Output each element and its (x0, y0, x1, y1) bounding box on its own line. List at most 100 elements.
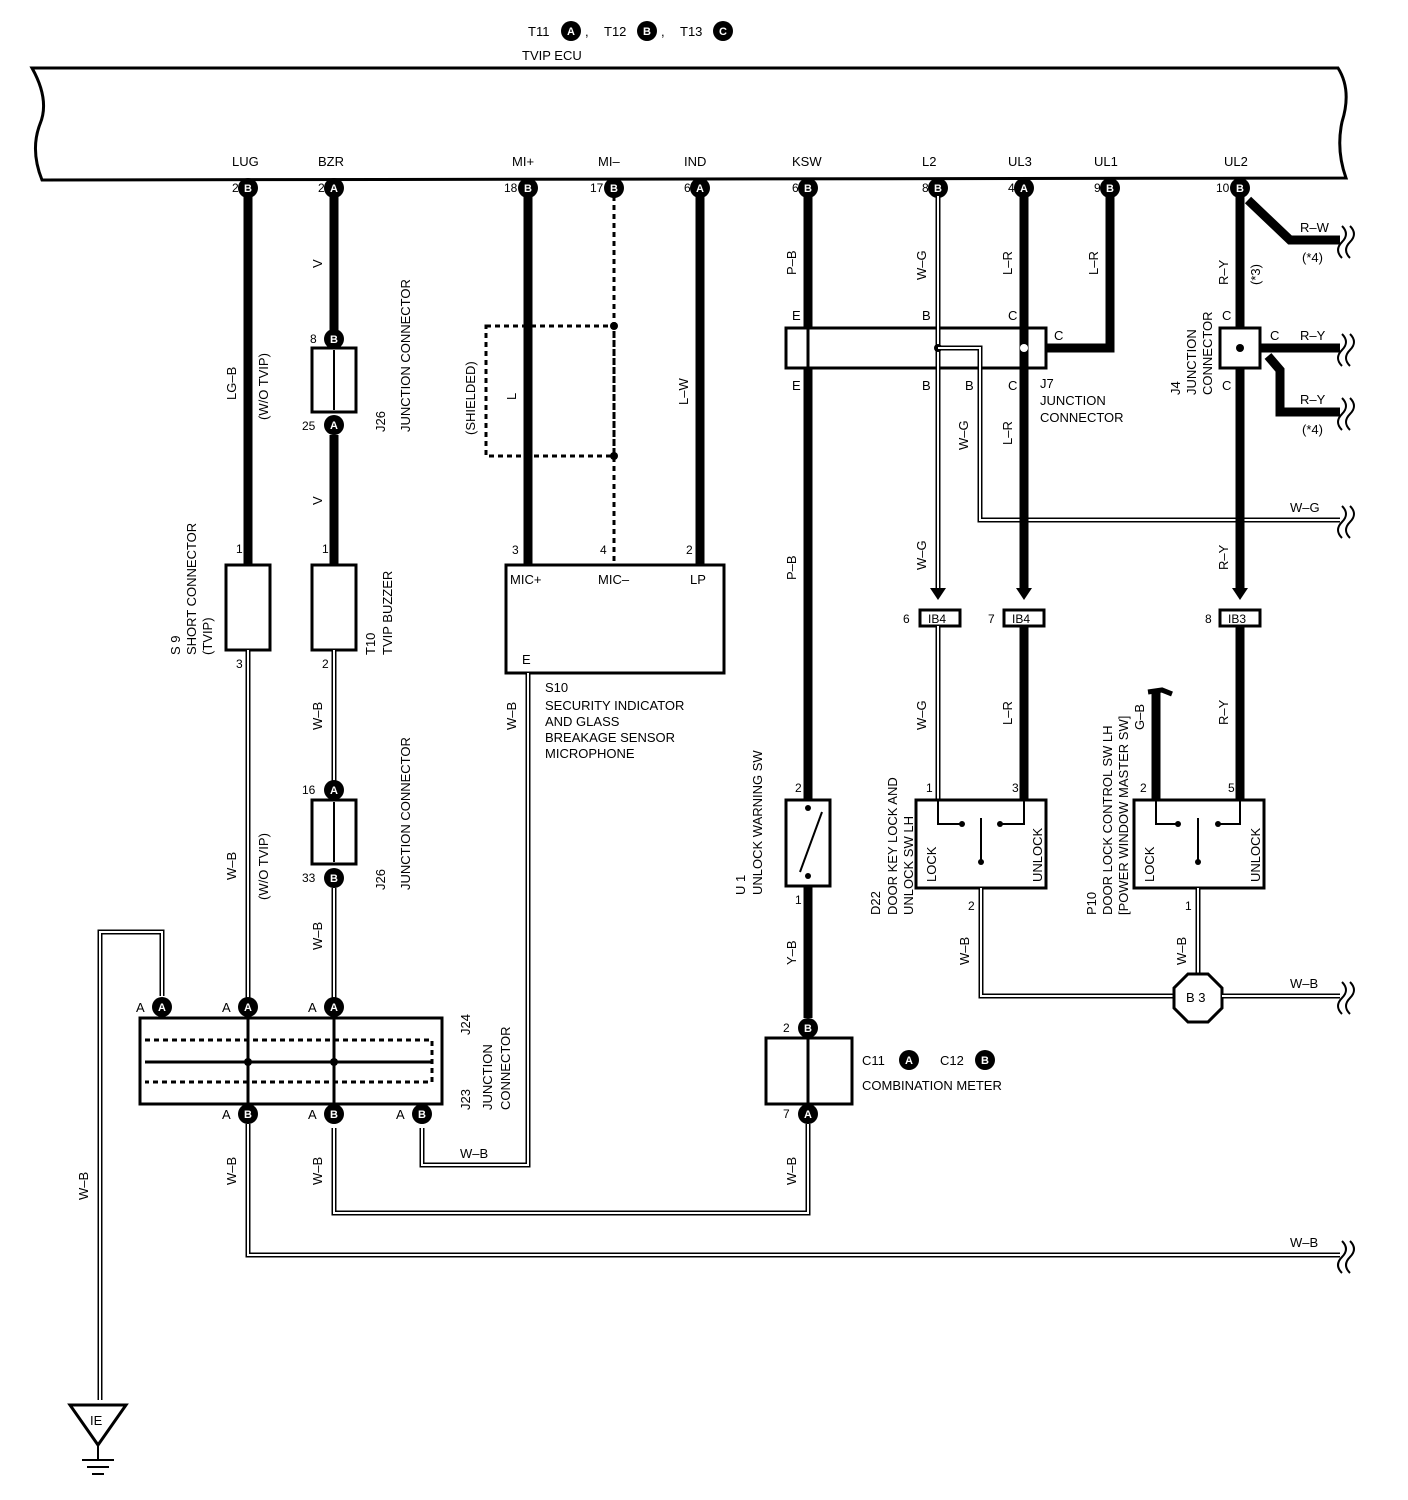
svg-text:1: 1 (926, 781, 933, 795)
j23-pin-letter-5: B (418, 1109, 426, 1121)
ecu-pin-letter-6: B (934, 183, 942, 195)
svg-text:MIC–: MIC– (598, 572, 630, 587)
t10-tvip-buzzer (310, 563, 358, 652)
svg-text:B: B (804, 1023, 812, 1035)
ecu-pin-5: 6 (792, 181, 799, 195)
svg-text:B: B (981, 1055, 989, 1067)
ecu-terminal-3: MI– (598, 154, 620, 169)
ecu-terminal-1: BZR (318, 154, 344, 169)
svg-text:J26: J26 (373, 411, 388, 432)
svg-text:IE: IE (90, 1413, 103, 1428)
svg-text:6: 6 (903, 612, 910, 626)
svg-text:W–G: W–G (1290, 500, 1320, 515)
svg-text:J26: J26 (373, 869, 388, 890)
svg-text:R–Y: R–Y (1216, 699, 1231, 725)
svg-text:4: 4 (600, 543, 607, 557)
svg-text:P–B: P–B (784, 250, 799, 275)
svg-text:L–R: L–R (1000, 701, 1015, 725)
j23-side-letter-1: A (222, 1000, 231, 1015)
j23-side-letter-2: A (308, 1000, 317, 1015)
svg-text:(TVIP): (TVIP) (200, 617, 215, 655)
ecu-pin-letter-9: B (1236, 183, 1244, 195)
ecu-pin-letter-1: A (330, 183, 338, 195)
j7-junction-connector (784, 326, 1048, 370)
svg-text:SECURITY INDICATOR: SECURITY INDICATOR (545, 698, 684, 713)
ecu-pin-6: 8 (922, 181, 929, 195)
svg-text:(SHIELDED): (SHIELDED) (463, 361, 478, 435)
svg-text:IB4: IB4 (1012, 612, 1030, 626)
combination-meter-label: COMBINATION METER (862, 1078, 1002, 1093)
svg-text:AND GLASS: AND GLASS (545, 714, 620, 729)
s9-short-connector (224, 563, 272, 652)
ecu-pin-circle-5 (798, 178, 818, 198)
svg-text:W–B: W–B (310, 702, 325, 730)
svg-text:(W/O TVIP): (W/O TVIP) (256, 353, 271, 420)
j23-pin-4 (324, 1104, 344, 1124)
svg-text:MICROPHONE: MICROPHONE (545, 746, 635, 761)
ecu-terminal-2: MI+ (512, 154, 534, 169)
svg-text:2: 2 (968, 899, 975, 913)
ecu-pin-4: 6 (684, 181, 691, 195)
ecu-pin-circle-0 (238, 178, 258, 198)
svg-text:S10: S10 (545, 680, 568, 695)
svg-text:1: 1 (795, 893, 802, 907)
svg-text:1: 1 (236, 542, 243, 556)
svg-text:8: 8 (1205, 612, 1212, 626)
svg-text:,: , (661, 24, 665, 39)
svg-text:MIC+: MIC+ (510, 572, 541, 587)
svg-text:V: V (310, 259, 325, 268)
svg-text:CONNECTOR: CONNECTOR (1040, 410, 1124, 425)
j23-pin-0 (152, 997, 172, 1017)
ecu-pin-3: 17 (590, 181, 604, 195)
svg-text:JUNCTION: JUNCTION (1184, 329, 1199, 395)
j23-side-letter-0: A (136, 1000, 145, 1015)
svg-text:,: , (585, 24, 589, 39)
svg-text:J24: J24 (458, 1014, 473, 1035)
j23-pin-2 (324, 997, 344, 1017)
ecu-terminal-7: UL3 (1008, 154, 1032, 169)
svg-text:IB3: IB3 (1228, 612, 1246, 626)
svg-text:(*4): (*4) (1302, 250, 1323, 265)
ecu-pin-1: 2 (318, 181, 325, 195)
svg-text:W–B: W–B (784, 1157, 799, 1185)
svg-text:C: C (719, 26, 727, 38)
svg-text:A: A (905, 1055, 913, 1067)
svg-text:D22: D22 (868, 891, 883, 915)
svg-text:W–B: W–B (1290, 1235, 1318, 1250)
svg-text:UNLOCK SW LH: UNLOCK SW LH (901, 816, 916, 915)
ecu-pin-letter-5: B (804, 183, 812, 195)
svg-text:33: 33 (302, 871, 316, 885)
ecu-pin-circle-7 (1014, 178, 1034, 198)
svg-text:B 3: B 3 (1186, 990, 1206, 1005)
ecu-terminal-9: UL2 (1224, 154, 1248, 169)
svg-text:LOCK: LOCK (1142, 846, 1157, 882)
ecu-pin-circle-2 (518, 178, 538, 198)
svg-text:UNLOCK WARNING SW: UNLOCK WARNING SW (750, 750, 765, 895)
ecu-pin-letter-2: B (524, 183, 532, 195)
ecu-terminal-6: L2 (922, 154, 936, 169)
ecu-pin-circle-6 (928, 178, 948, 198)
svg-text:W–B: W–B (1174, 937, 1189, 965)
svg-text:R–Y: R–Y (1216, 259, 1231, 285)
svg-text:A: A (330, 785, 338, 797)
svg-text:A: A (804, 1109, 812, 1121)
svg-text:LG–B: LG–B (224, 367, 239, 400)
svg-text:16: 16 (302, 783, 316, 797)
svg-text:G–B: G–B (1132, 704, 1147, 730)
svg-text:7: 7 (988, 612, 995, 626)
svg-text:C: C (1054, 328, 1063, 343)
svg-text:LOCK: LOCK (924, 846, 939, 882)
ie-ground-point (67, 1403, 129, 1448)
svg-text:E: E (792, 378, 801, 393)
ecu-name: TVIP ECU (522, 48, 582, 63)
svg-text:S 9: S 9 (168, 635, 183, 655)
svg-text:IB4: IB4 (928, 612, 946, 626)
svg-text:8: 8 (310, 332, 317, 346)
svg-text:W–B: W–B (1290, 976, 1318, 991)
svg-text:W–B: W–B (504, 702, 519, 730)
svg-text:DOOR LOCK CONTROL SW LH: DOOR LOCK CONTROL SW LH (1100, 726, 1115, 915)
ecu-pin-circle-8 (1100, 178, 1120, 198)
svg-text:A: A (567, 26, 575, 38)
svg-text:W–B: W–B (76, 1172, 91, 1200)
svg-text:[POWER WINDOW MASTER SW]: [POWER WINDOW MASTER SW] (1116, 716, 1131, 915)
